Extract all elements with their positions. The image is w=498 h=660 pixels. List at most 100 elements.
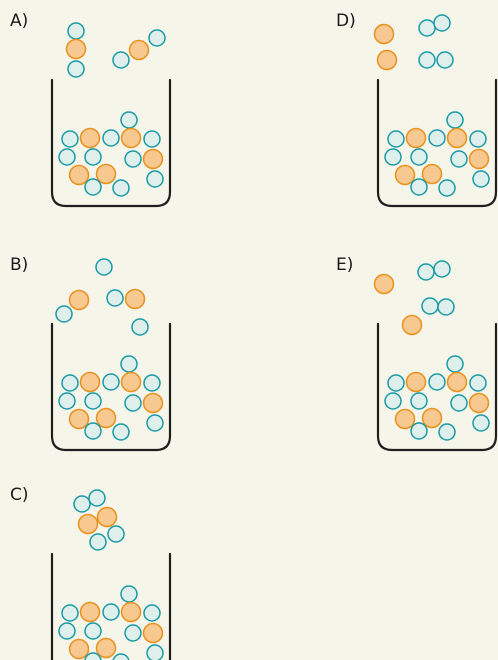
orange-particle xyxy=(421,163,443,185)
blue-particle xyxy=(143,374,161,392)
blue-particle xyxy=(88,489,106,507)
blue-particle xyxy=(446,111,464,129)
blue-particle xyxy=(417,263,435,281)
orange-particle xyxy=(468,148,490,170)
blue-particle xyxy=(58,622,76,640)
orange-particle xyxy=(68,164,90,186)
orange-particle xyxy=(142,622,164,644)
blue-particle xyxy=(387,374,405,392)
option-d: D) xyxy=(336,11,498,208)
orange-particle xyxy=(128,39,150,61)
blue-particle xyxy=(106,289,124,307)
orange-particle xyxy=(120,371,142,393)
orange-particle xyxy=(376,49,398,71)
blue-particle xyxy=(107,525,125,543)
blue-particle xyxy=(120,585,138,603)
blue-particle xyxy=(55,305,73,323)
blue-particle xyxy=(410,392,428,410)
blue-particle xyxy=(84,422,102,440)
blue-particle xyxy=(433,14,451,32)
option-e: E) xyxy=(336,255,498,452)
blue-particle xyxy=(84,148,102,166)
blue-particle xyxy=(131,318,149,336)
beaker xyxy=(376,322,498,452)
blue-particle xyxy=(384,148,402,166)
orange-particle xyxy=(142,392,164,414)
orange-particle xyxy=(405,127,427,149)
blue-particle xyxy=(102,603,120,621)
orange-particle xyxy=(401,314,423,336)
option-a: A) xyxy=(10,11,172,208)
blue-particle xyxy=(428,373,446,391)
blue-particle xyxy=(437,298,455,316)
blue-particle xyxy=(410,148,428,166)
blue-particle xyxy=(146,644,164,660)
blue-particle xyxy=(67,22,85,40)
blue-particle xyxy=(428,129,446,147)
blue-particle xyxy=(472,414,490,432)
beaker xyxy=(376,78,498,208)
blue-particle xyxy=(61,374,79,392)
blue-particle xyxy=(58,392,76,410)
orange-particle xyxy=(120,601,142,623)
blue-particle xyxy=(95,258,113,276)
blue-particle xyxy=(73,495,91,513)
blue-particle xyxy=(124,394,142,412)
blue-particle xyxy=(146,414,164,432)
blue-particle xyxy=(438,423,456,441)
beaker xyxy=(50,78,172,208)
option-label: C) xyxy=(10,485,29,505)
orange-particle xyxy=(405,371,427,393)
blue-particle xyxy=(112,653,130,660)
blue-particle xyxy=(84,652,102,660)
blue-particle xyxy=(112,179,130,197)
orange-particle xyxy=(96,506,118,528)
blue-particle xyxy=(146,170,164,188)
beaker xyxy=(50,322,172,452)
blue-particle xyxy=(433,260,451,278)
orange-particle xyxy=(68,638,90,660)
orange-particle xyxy=(394,164,416,186)
blue-particle xyxy=(450,394,468,412)
blue-particle xyxy=(143,604,161,622)
blue-particle xyxy=(84,622,102,640)
option-label: E) xyxy=(336,255,353,275)
blue-particle xyxy=(418,19,436,37)
blue-particle xyxy=(148,29,166,47)
blue-particle xyxy=(120,355,138,373)
blue-particle xyxy=(61,130,79,148)
orange-particle xyxy=(124,288,146,310)
blue-particle xyxy=(418,51,436,69)
blue-particle xyxy=(67,60,85,78)
orange-particle xyxy=(421,407,443,429)
orange-particle xyxy=(79,127,101,149)
blue-particle xyxy=(469,130,487,148)
blue-particle xyxy=(120,111,138,129)
blue-particle xyxy=(124,624,142,642)
option-b: B) xyxy=(10,255,172,452)
blue-particle xyxy=(387,130,405,148)
blue-particle xyxy=(143,130,161,148)
orange-particle xyxy=(95,407,117,429)
option-c: C) xyxy=(10,485,172,660)
blue-particle xyxy=(112,423,130,441)
orange-particle xyxy=(120,127,142,149)
blue-particle xyxy=(84,392,102,410)
option-label: A) xyxy=(10,11,28,31)
blue-particle xyxy=(472,170,490,188)
orange-particle xyxy=(394,408,416,430)
blue-particle xyxy=(450,150,468,168)
blue-particle xyxy=(102,129,120,147)
blue-particle xyxy=(124,150,142,168)
blue-particle xyxy=(410,178,428,196)
blue-particle xyxy=(112,51,130,69)
orange-particle xyxy=(468,392,490,414)
blue-particle xyxy=(58,148,76,166)
orange-particle xyxy=(65,38,87,60)
orange-particle xyxy=(373,23,395,45)
orange-particle xyxy=(95,637,117,659)
orange-particle xyxy=(79,601,101,623)
blue-particle xyxy=(410,422,428,440)
blue-particle xyxy=(469,374,487,392)
option-label: D) xyxy=(336,11,356,31)
